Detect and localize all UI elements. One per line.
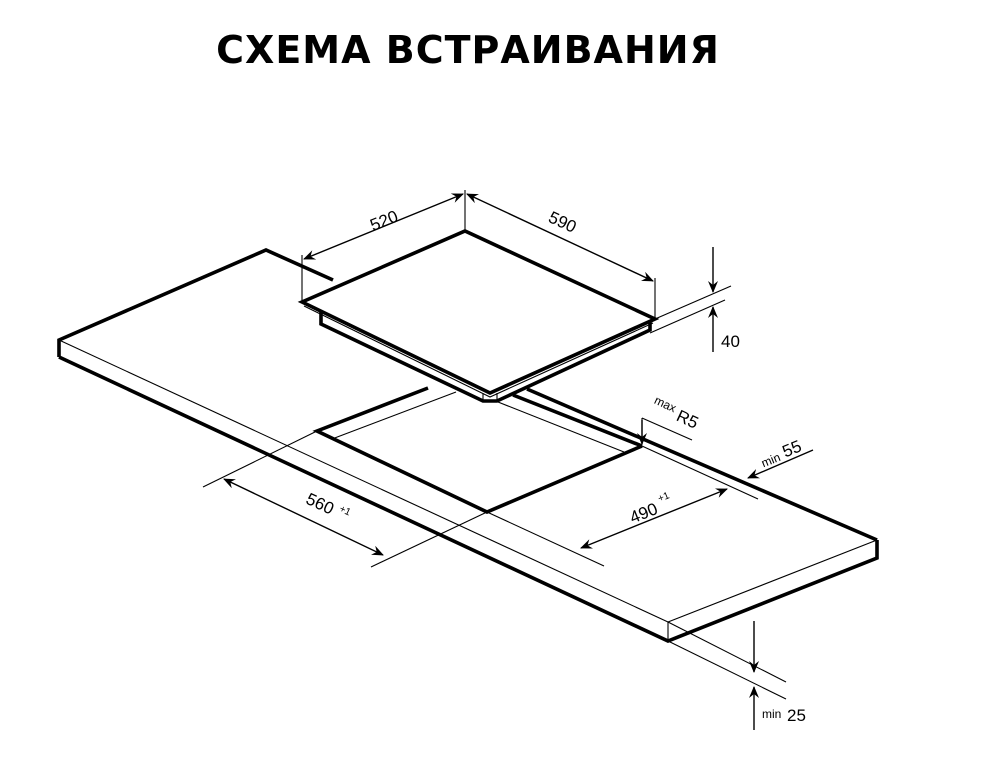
dimension-520-arrow — [303, 193, 464, 260]
cooktop-body — [319, 312, 652, 403]
dimension-490-arrow — [580, 488, 728, 549]
label-560-tolerance: +1 — [337, 504, 352, 519]
dimension-55-arrow — [747, 449, 814, 479]
label-25-prefix: min — [762, 707, 781, 721]
countertop-front-bottom-edge — [58, 355, 879, 643]
label-r5-group: max R5 — [652, 393, 702, 433]
label-490-group: 490 +1 — [627, 490, 672, 527]
label-25: 25 — [787, 706, 806, 725]
cooktop-top-surface — [297, 229, 660, 395]
countertop-front-top-edge — [58, 339, 669, 623]
dimension-560-arrow — [223, 478, 384, 556]
label-520: 520 — [367, 207, 400, 235]
label-r5: R5 — [674, 406, 702, 432]
label-40: 40 — [721, 332, 740, 351]
countertop-thickness-dimension — [667, 621, 787, 730]
cutout-opening — [312, 386, 643, 514]
cooktop-dimensions — [301, 190, 732, 352]
countertop-back-left-edge — [57, 248, 334, 357]
dimension-590-arrow — [466, 193, 654, 282]
page-title: СХЕМА ВСТРАИВАНИЯ — [216, 28, 720, 72]
label-55-group: min 55 — [759, 437, 805, 471]
cutout-front-edges — [312, 386, 643, 514]
countertop-back-right-edge — [526, 387, 878, 542]
label-560: 560 — [303, 489, 337, 518]
countertop — [57, 248, 879, 643]
label-55-prefix: min — [759, 450, 782, 470]
cutout-right-edge — [512, 393, 643, 448]
label-490: 490 — [627, 499, 660, 527]
label-490-tolerance: +1 — [656, 490, 671, 505]
label-r5-prefix: max — [652, 393, 678, 415]
label-55: 55 — [780, 437, 805, 462]
label-25-group: min 25 — [762, 706, 806, 725]
cutout-dimensions — [202, 417, 814, 568]
